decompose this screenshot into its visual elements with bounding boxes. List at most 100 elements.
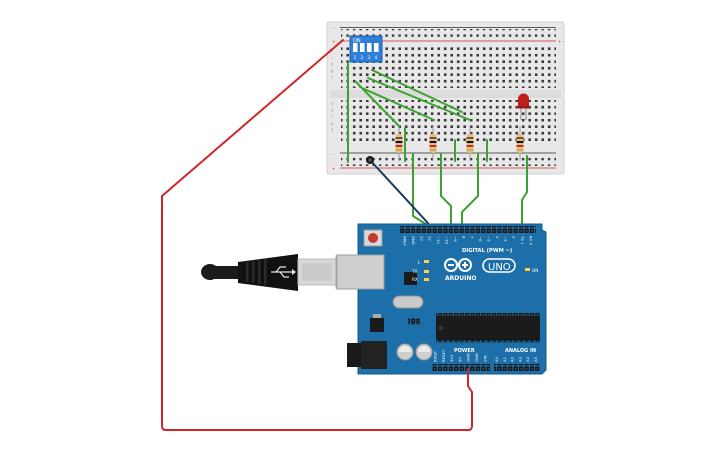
red-5v-wire[interactable] (161, 39, 473, 431)
power-jack[interactable] (347, 343, 361, 367)
tx-led-label: TX (411, 269, 418, 274)
pin-label: GND (411, 236, 416, 245)
reset-button[interactable] (363, 229, 383, 247)
tx-led (424, 270, 429, 273)
pin-label: GND (474, 353, 479, 362)
pin-label: GND (466, 353, 471, 362)
top-rail-holes[interactable] (341, 29, 556, 40)
dip-toggle-1[interactable] (353, 43, 358, 52)
dip-toggle-2[interactable] (360, 43, 365, 52)
row-letter: b (331, 121, 334, 126)
pin-label: RESET (441, 349, 446, 362)
pin-label: A4 (525, 356, 530, 362)
pin-label: 5V (457, 357, 462, 362)
l-led-label: L (418, 260, 421, 265)
breadboard-wires (347, 62, 528, 230)
pin-label: 4 (495, 236, 500, 239)
rail-plus-top-label: + (332, 39, 335, 44)
pin-label: ~6 (478, 236, 483, 242)
pin-label: 7 (470, 236, 475, 239)
pin-label: TX 1 (520, 235, 525, 245)
usb-chip (404, 272, 417, 285)
wire-to-pin-2[interactable] (521, 155, 528, 230)
l-led (424, 260, 429, 263)
pin-label: RX 0 (529, 236, 534, 245)
atmega-chip (436, 313, 540, 343)
resistor-2[interactable] (429, 126, 437, 161)
power-header-label: POWER (454, 348, 475, 354)
row-letter: d (331, 108, 334, 113)
dip-position-label: 4 (375, 55, 378, 61)
row-letter: h (331, 62, 334, 67)
pin-label: ~5 (487, 236, 492, 242)
wire-switch-4[interactable] (371, 69, 463, 113)
rail-minus-top-label: − (332, 26, 335, 31)
row-letter: g (331, 68, 334, 73)
crystal (392, 295, 424, 309)
pin-label: ~9 (453, 236, 458, 242)
on-led-label: ON (532, 268, 538, 273)
pin-label: VIN (482, 355, 487, 362)
power-header-pins[interactable] (432, 364, 490, 371)
pin-label: 8 (461, 236, 466, 239)
pin-label: A5 (533, 356, 538, 362)
rx-led (424, 278, 429, 281)
wire-switch-2[interactable] (361, 87, 435, 121)
pin-label: 2 (512, 236, 517, 239)
center-channel (330, 90, 561, 98)
pin-label: IOREF (433, 351, 438, 362)
resistor-3[interactable] (466, 126, 474, 161)
pin-label: A0 (494, 356, 499, 362)
dip-switch[interactable]: ON 1 2 3 4 (349, 35, 383, 63)
rail-minus-bottom-label: − (332, 152, 335, 157)
dip-toggle-4[interactable] (374, 43, 379, 52)
pin-label: A1 (502, 356, 507, 362)
pin-label: A3 (517, 356, 522, 362)
capacitors (396, 343, 433, 361)
pin-label: ~10 (445, 236, 450, 245)
wire-switch-3[interactable] (367, 77, 471, 121)
dip-position-label: 3 (368, 55, 371, 61)
on-led (525, 268, 530, 271)
rail-minus-top-label-right: − (558, 26, 561, 31)
icsp-header[interactable] (408, 318, 420, 325)
red-led[interactable] (517, 93, 530, 121)
resistor-1[interactable] (395, 126, 403, 161)
pin-label: A2 (510, 356, 515, 362)
rail-plus-bottom-label: + (332, 166, 335, 171)
digital-header[interactable] (400, 226, 536, 233)
wire-to-pin-11[interactable] (461, 153, 479, 230)
dip-toggle-3[interactable] (367, 43, 372, 52)
resistor-4[interactable] (516, 126, 524, 161)
wire-to-pin-12[interactable] (440, 153, 452, 230)
voltage-regulator (370, 318, 384, 332)
arduino-logo-icon (444, 258, 472, 272)
uno-badge (482, 258, 516, 273)
row-letter: e (331, 101, 334, 106)
row-letter: f (331, 75, 333, 80)
analog-header-pins[interactable] (494, 364, 540, 371)
pin-label: AREF (403, 236, 408, 246)
row-letter: i (331, 55, 332, 60)
voltage-regulator-tab (373, 314, 381, 318)
power-jack-body[interactable] (361, 341, 387, 369)
uno-model: UNO (488, 262, 511, 273)
analog-header-label: ANALOG IN (505, 348, 536, 354)
arduino-brand: ARDUINO (445, 275, 476, 282)
row-letter: c (331, 114, 333, 119)
pin-label: 13 (419, 236, 424, 241)
row-letters-bottom: e d c b a (331, 101, 334, 132)
bottom-rail-holes[interactable] (341, 155, 556, 166)
usb-icon (271, 266, 296, 278)
rail-plus-top-label-right: + (558, 39, 561, 44)
usb-port[interactable] (336, 254, 385, 290)
pin-label: ~3 (503, 236, 508, 242)
pin-label: 3V3 (449, 354, 454, 362)
dip-switch-on-label: ON (353, 38, 361, 44)
row-letter: a (331, 127, 334, 132)
pin-label: 12 (428, 236, 433, 241)
